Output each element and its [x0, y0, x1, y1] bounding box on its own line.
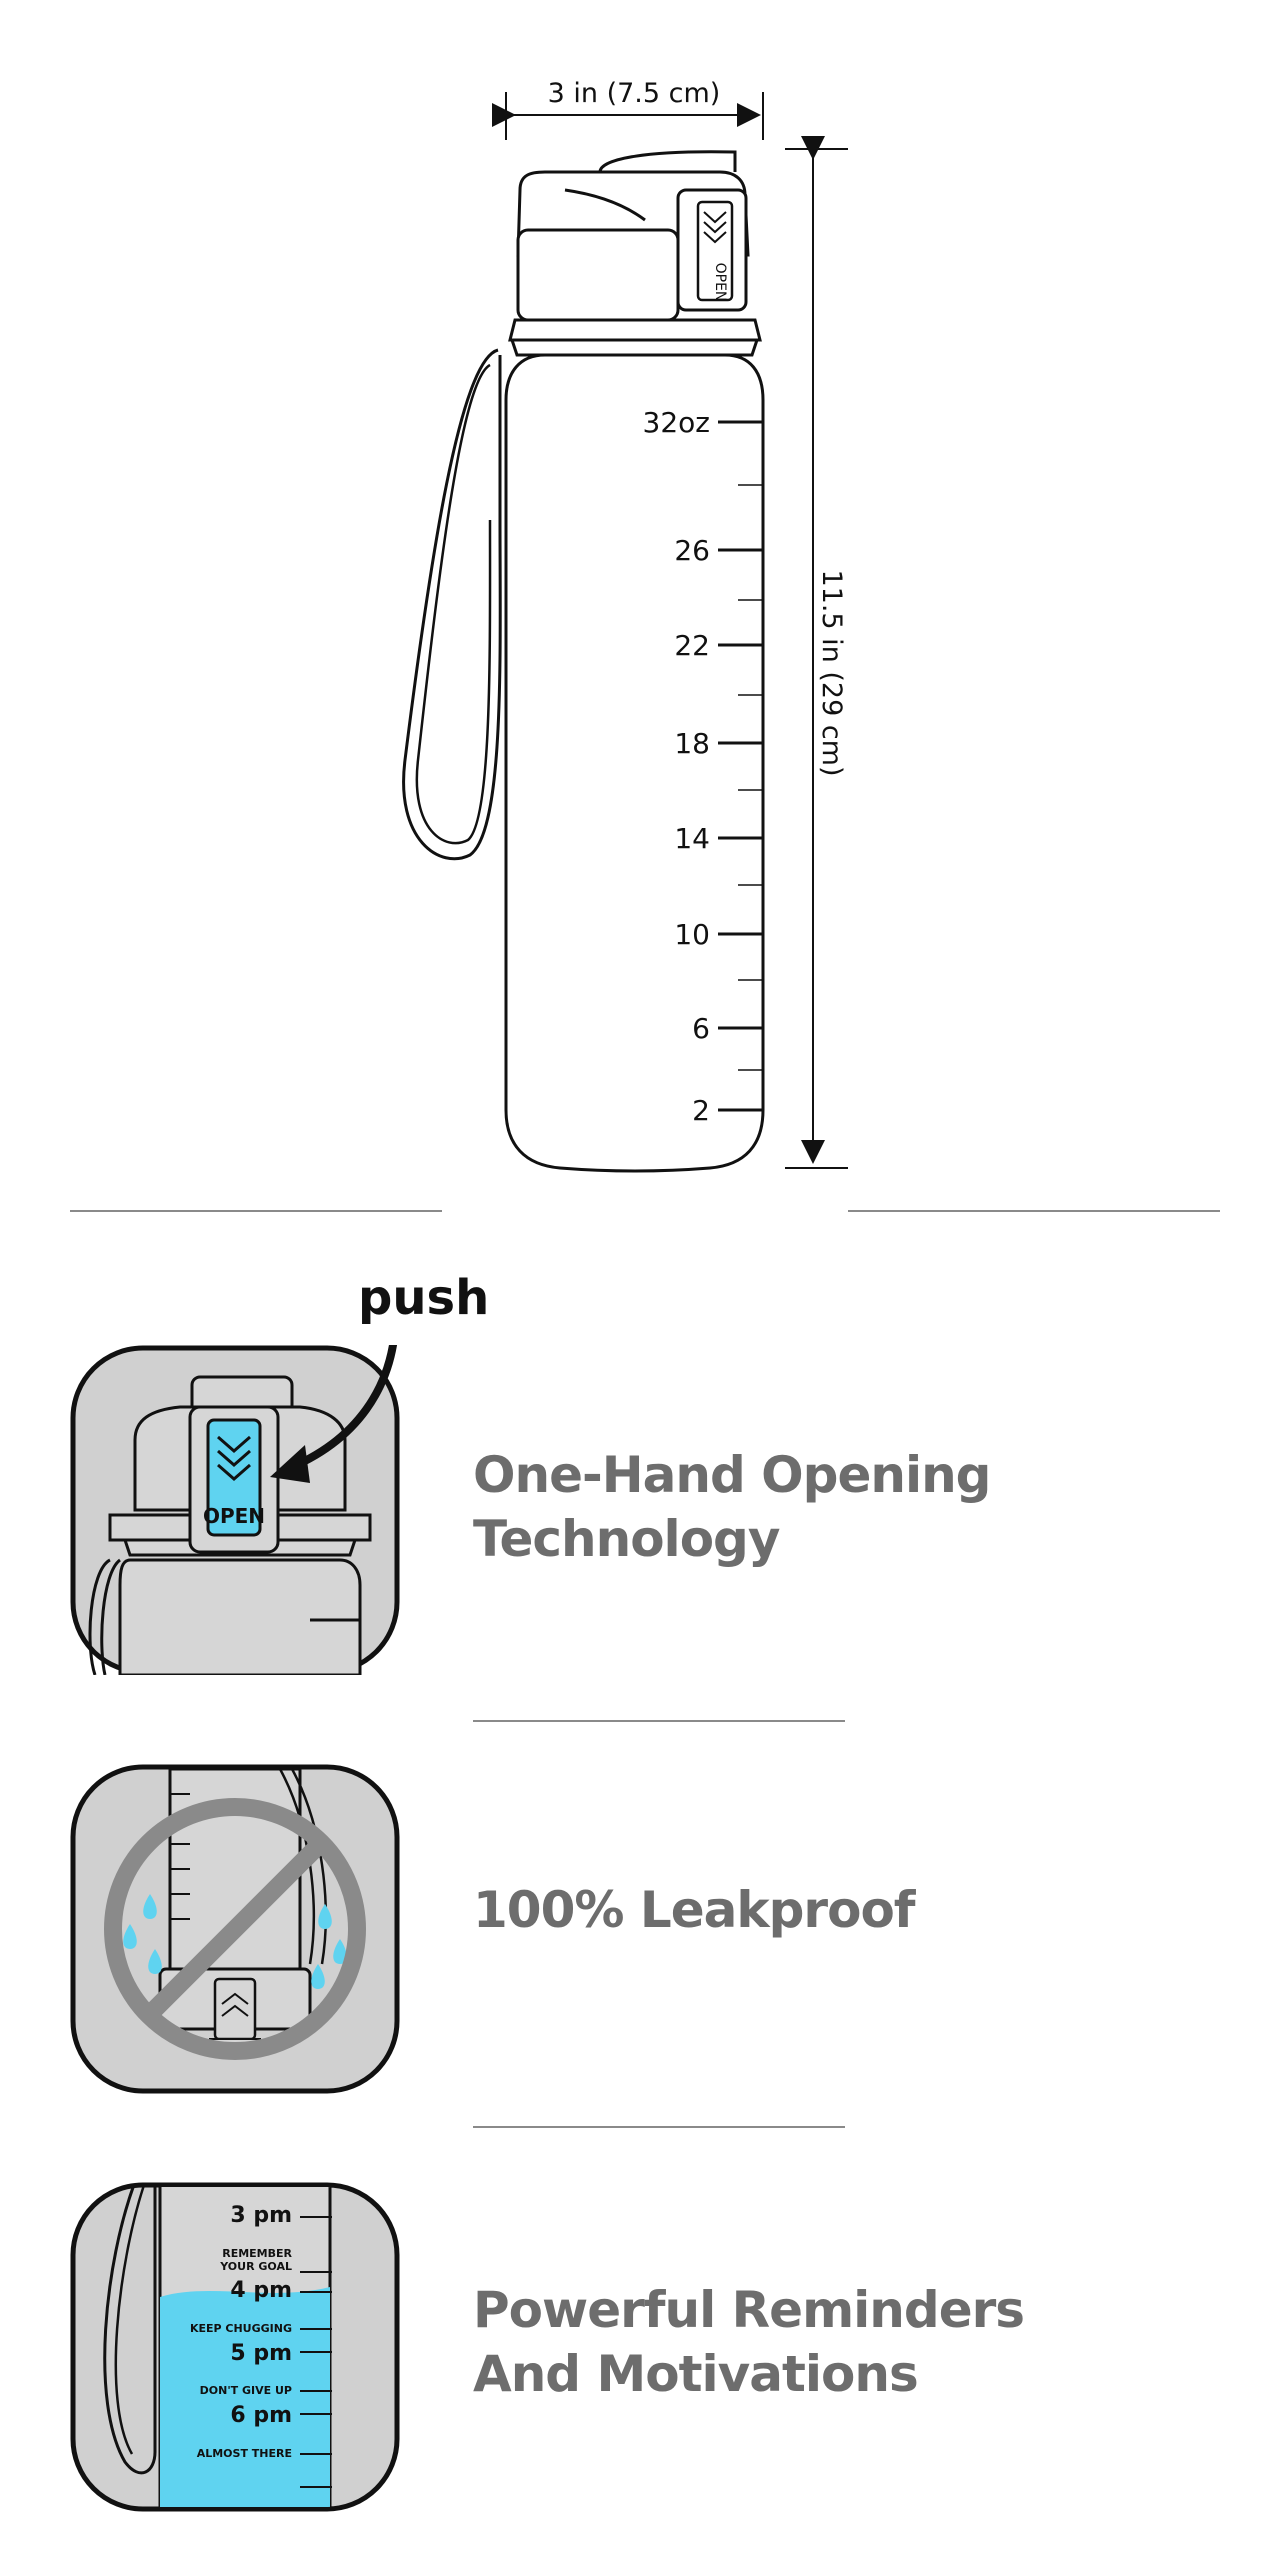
scale-label: 2: [692, 1094, 710, 1127]
separator-left: [70, 1210, 442, 1212]
no-leak-icon: [70, 1764, 400, 2094]
scale-label: 6: [692, 1012, 710, 1045]
push-label: push: [358, 1270, 490, 1326]
scale-label: 26: [674, 534, 710, 567]
reminder-motivation-label: YOUR GOAL: [219, 2260, 292, 2273]
push-button-lid-icon: OPEN: [70, 1345, 400, 1675]
push-open-label: OPEN: [203, 1504, 265, 1528]
scale-label: 22: [674, 629, 710, 662]
feature-title-leakproof: 100% Leakproof: [473, 1881, 916, 1939]
reminder-motivation-label: ALMOST THERE: [197, 2447, 292, 2460]
width-dimension: 3 in (7.5 cm): [492, 78, 764, 140]
reminder-motivation-label: DON'T GIVE UP: [200, 2384, 292, 2397]
reminder-time-label: 3 pm: [230, 2203, 292, 2228]
height-dimension: 11.5 in (29 cm): [785, 136, 848, 1169]
separator-right: [848, 1210, 1220, 1212]
bottle-body: [504, 353, 765, 1173]
reminder-time-label: 5 pm: [230, 2341, 292, 2366]
reminder-time-label: 6 pm: [230, 2403, 292, 2428]
feature-title-one-hand: One-Hand Opening Technology: [473, 1446, 991, 1568]
bottle-lid: OPEN: [508, 150, 762, 357]
scale-label: 10: [674, 918, 710, 951]
scale-label: 32oz: [643, 406, 710, 439]
bottle-diagram: 3 in (7.5 cm) 11.5 in (29 cm) OPEN 32oz 2…: [402, 78, 848, 1173]
bottle-strap: [402, 348, 502, 861]
height-label: 11.5 in (29 cm): [816, 569, 847, 776]
reminder-motivation-label: KEEP CHUGGING: [190, 2322, 292, 2335]
separator-feature-2: [473, 2126, 845, 2128]
bottle-scale: 32oz 26 22 18 14 10 6 2: [643, 406, 763, 1127]
scale-label: 14: [674, 822, 710, 855]
separator-feature-1: [473, 1720, 845, 1722]
lid-open-label: OPEN: [712, 263, 728, 302]
reminder-motivation-label: REMEMBER: [222, 2247, 292, 2260]
width-label: 3 in (7.5 cm): [548, 78, 721, 109]
reminder-time-label: 4 pm: [230, 2278, 292, 2303]
feature-title-reminders: Powerful Reminders And Motivations: [473, 2281, 1025, 2403]
scale-label: 18: [674, 727, 710, 760]
